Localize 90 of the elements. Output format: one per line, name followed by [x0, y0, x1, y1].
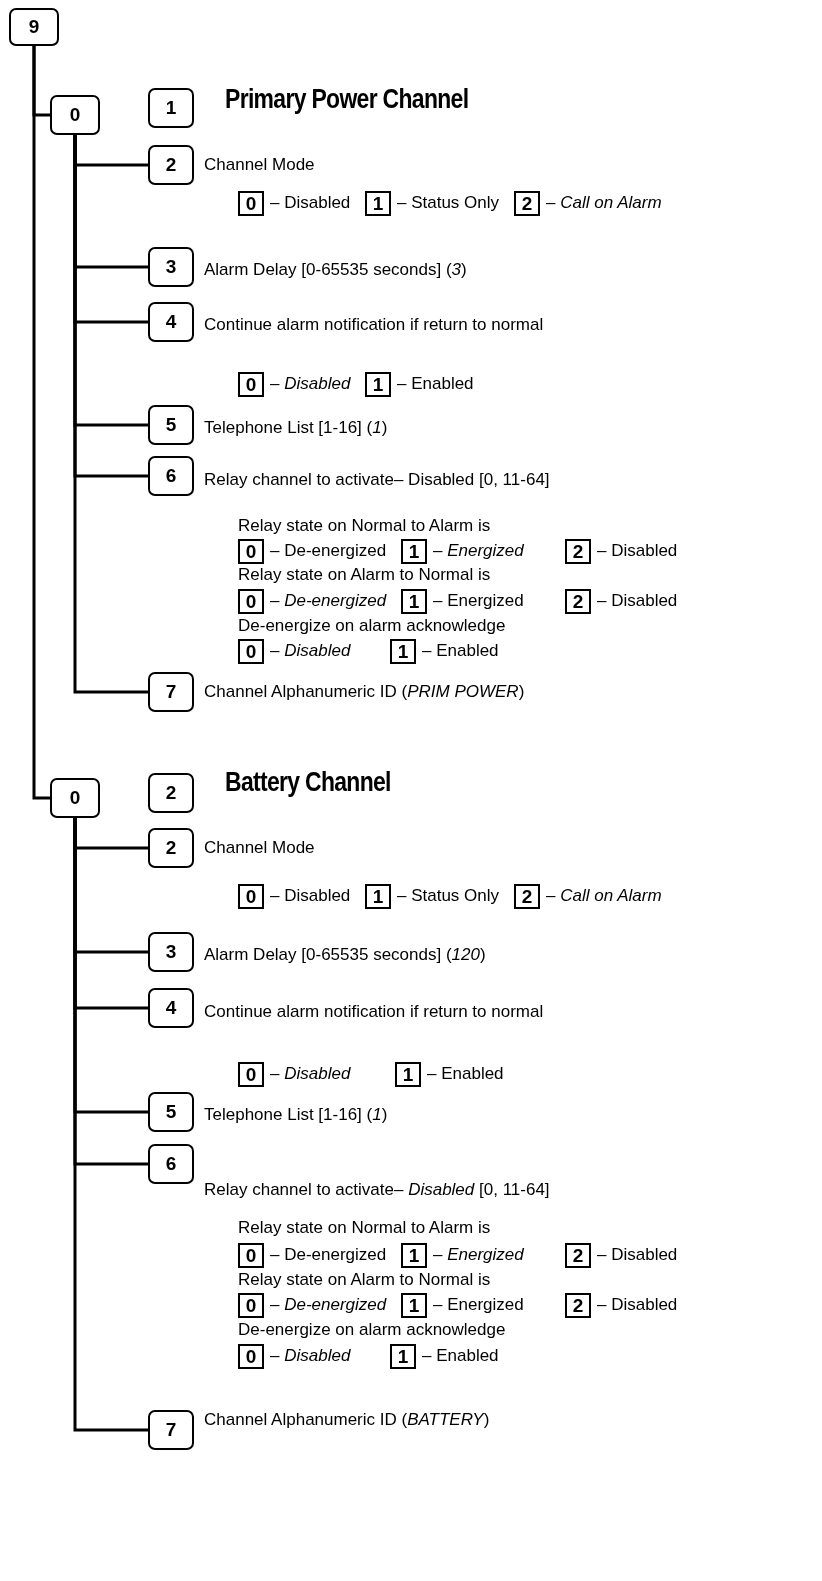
- menu-text: Channel Alphanumeric ID (BATTERY): [204, 1409, 490, 1431]
- option-key: 0: [238, 1344, 264, 1369]
- key-box: 6: [148, 456, 194, 496]
- option-text: – De-energized: [270, 590, 387, 612]
- option-key: 1: [365, 372, 391, 397]
- key-box: 5: [148, 405, 194, 445]
- section-heading: Battery Channel: [225, 767, 391, 798]
- option-text: – Enabled: [422, 640, 499, 662]
- option-text: – Disabled: [270, 885, 351, 907]
- option-text: – De-energized: [270, 1294, 387, 1316]
- menu-text: Relay state on Normal to Alarm is: [238, 1217, 491, 1239]
- option-key: 1: [401, 539, 427, 564]
- key-box: 2: [148, 145, 194, 185]
- option-text: – Disabled: [597, 540, 678, 562]
- option-text: – Call on Alarm: [546, 192, 662, 214]
- menu-text: Channel Alphanumeric ID (PRIM POWER): [204, 681, 525, 703]
- option-text: – Disabled: [270, 1063, 351, 1085]
- option-key: 1: [395, 1062, 421, 1087]
- option-key: 1: [365, 884, 391, 909]
- key-box: 3: [148, 247, 194, 287]
- option-text: – Disabled: [270, 373, 351, 395]
- option-text: – Enabled: [422, 1345, 499, 1367]
- option-key: 2: [565, 1243, 591, 1268]
- menu-text: De-energize on alarm acknowledge: [238, 1319, 506, 1341]
- option-key: 0: [238, 539, 264, 564]
- option-key: 0: [238, 372, 264, 397]
- menu-text: Relay channel to activate– Disabled [0, 11-64]: [204, 1179, 550, 1201]
- option-key: 0: [238, 1243, 264, 1268]
- menu-text: De-energize on alarm acknowledge: [238, 615, 506, 637]
- menu-text: Relay state on Normal to Alarm is: [238, 515, 491, 537]
- option-key: 1: [365, 191, 391, 216]
- key-box: 0: [50, 778, 100, 818]
- option-text: – Energized: [433, 540, 524, 562]
- option-text: – Enabled: [427, 1063, 504, 1085]
- option-key: 0: [238, 191, 264, 216]
- menu-text: Continue alarm notification if return to normal: [204, 314, 544, 336]
- menu-text: Telephone List [1-16] (1): [204, 417, 388, 439]
- option-text: – Disabled: [270, 1345, 351, 1367]
- option-text: – Status Only: [397, 885, 500, 907]
- option-key: 2: [514, 191, 540, 216]
- menu-text: Continue alarm notification if return to normal: [204, 1001, 544, 1023]
- key-box: 5: [148, 1092, 194, 1132]
- option-key: 0: [238, 884, 264, 909]
- key-box: 2: [148, 828, 194, 868]
- option-text: – Energized: [433, 1294, 524, 1316]
- option-key: 2: [514, 884, 540, 909]
- option-key: 1: [390, 1344, 416, 1369]
- menu-text: Channel Mode: [204, 837, 315, 859]
- section-heading: Primary Power Channel: [225, 84, 469, 115]
- key-box: 0: [50, 95, 100, 135]
- option-text: – De-energized: [270, 540, 387, 562]
- key-box: 4: [148, 988, 194, 1028]
- key-box: 6: [148, 1144, 194, 1184]
- option-key: 1: [401, 1293, 427, 1318]
- menu-text: Relay channel to activate– Disabled [0, 11-64]: [204, 469, 550, 491]
- option-key: 2: [565, 539, 591, 564]
- tree-line: [32, 46, 50, 800]
- option-text: – Disabled: [597, 590, 678, 612]
- key-box: 3: [148, 932, 194, 972]
- option-text: – Disabled: [597, 1294, 678, 1316]
- menu-text: Telephone List [1-16] (1): [204, 1104, 388, 1126]
- menu-text: Alarm Delay [0-65535 seconds] (120): [204, 944, 486, 966]
- option-key: 0: [238, 1062, 264, 1087]
- option-key: 1: [401, 589, 427, 614]
- option-text: – Energized: [433, 1244, 524, 1266]
- option-text: – Energized: [433, 590, 524, 612]
- key-box: 2: [148, 773, 194, 813]
- option-text: – Call on Alarm: [546, 885, 662, 907]
- option-text: – Disabled: [270, 640, 351, 662]
- option-text: – Enabled: [397, 373, 474, 395]
- key-box: 1: [148, 88, 194, 128]
- key-box: 7: [148, 1410, 194, 1450]
- option-key: 2: [565, 589, 591, 614]
- menu-text: Relay state on Alarm to Normal is: [238, 564, 491, 586]
- menu-text: Channel Mode: [204, 154, 315, 176]
- menu-text: Alarm Delay [0-65535 seconds] (3): [204, 259, 467, 281]
- option-key: 0: [238, 1293, 264, 1318]
- option-text: – Status Only: [397, 192, 500, 214]
- option-key: 1: [390, 639, 416, 664]
- key-box: 7: [148, 672, 194, 712]
- key-box: 9: [9, 8, 59, 46]
- menu-text: Relay state on Alarm to Normal is: [238, 1269, 491, 1291]
- option-text: – Disabled: [597, 1244, 678, 1266]
- option-key: 0: [238, 589, 264, 614]
- key-box: 4: [148, 302, 194, 342]
- option-key: 2: [565, 1293, 591, 1318]
- option-text: – De-energized: [270, 1244, 387, 1266]
- option-key: 1: [401, 1243, 427, 1268]
- option-text: – Disabled: [270, 192, 351, 214]
- option-key: 0: [238, 639, 264, 664]
